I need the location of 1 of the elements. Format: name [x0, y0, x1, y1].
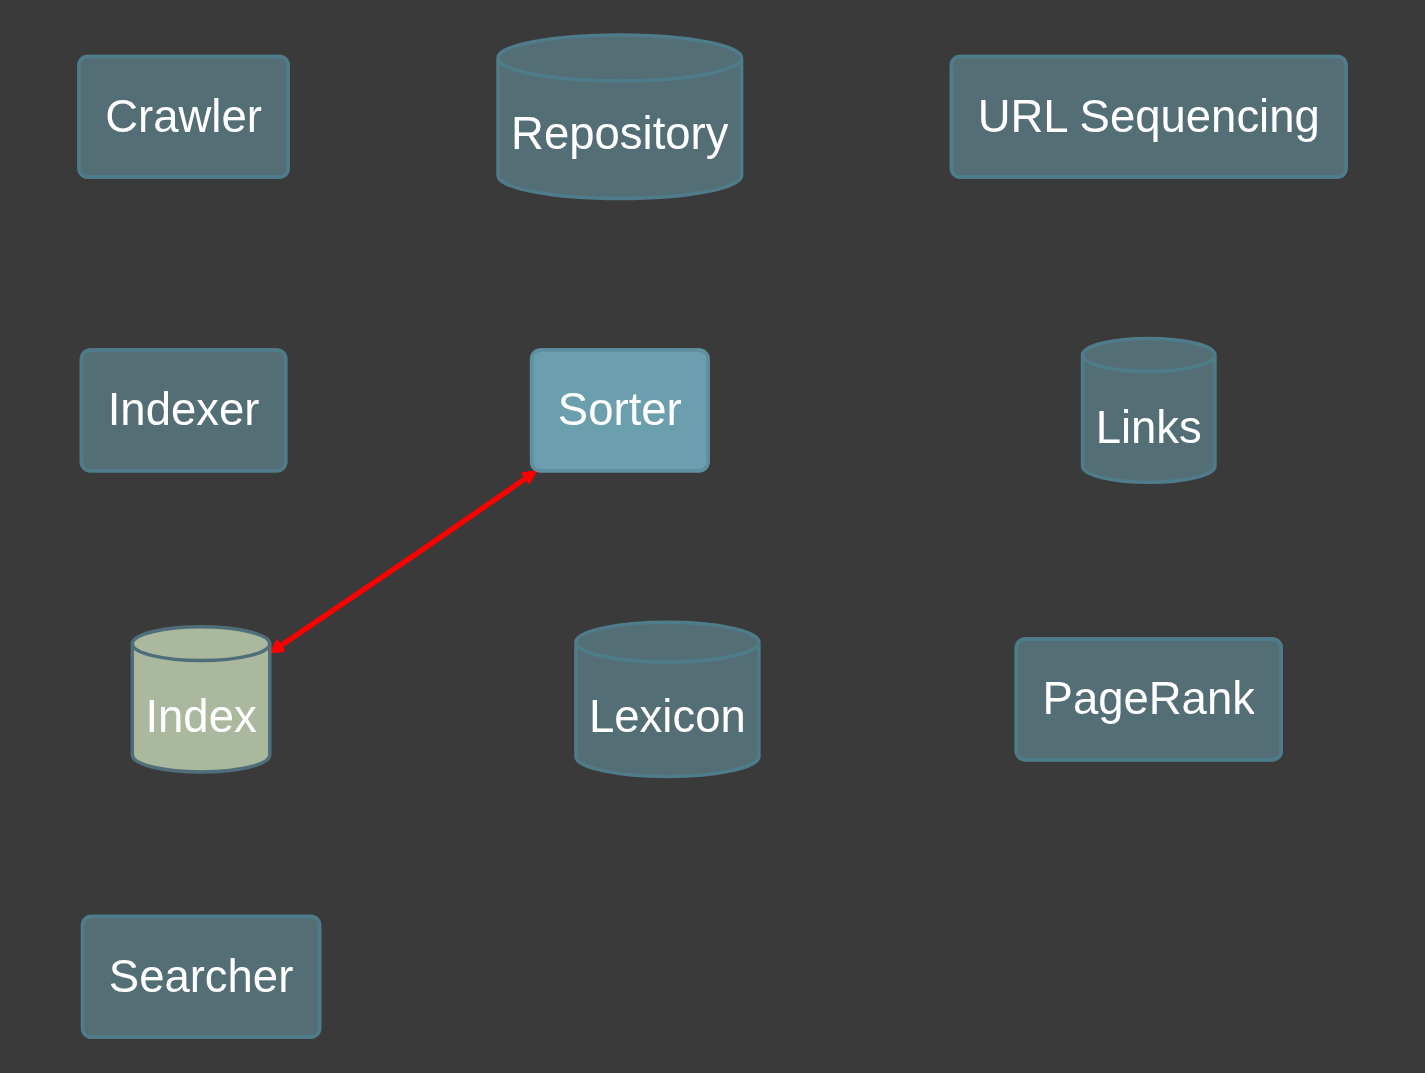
- arrow: [269, 470, 538, 655]
